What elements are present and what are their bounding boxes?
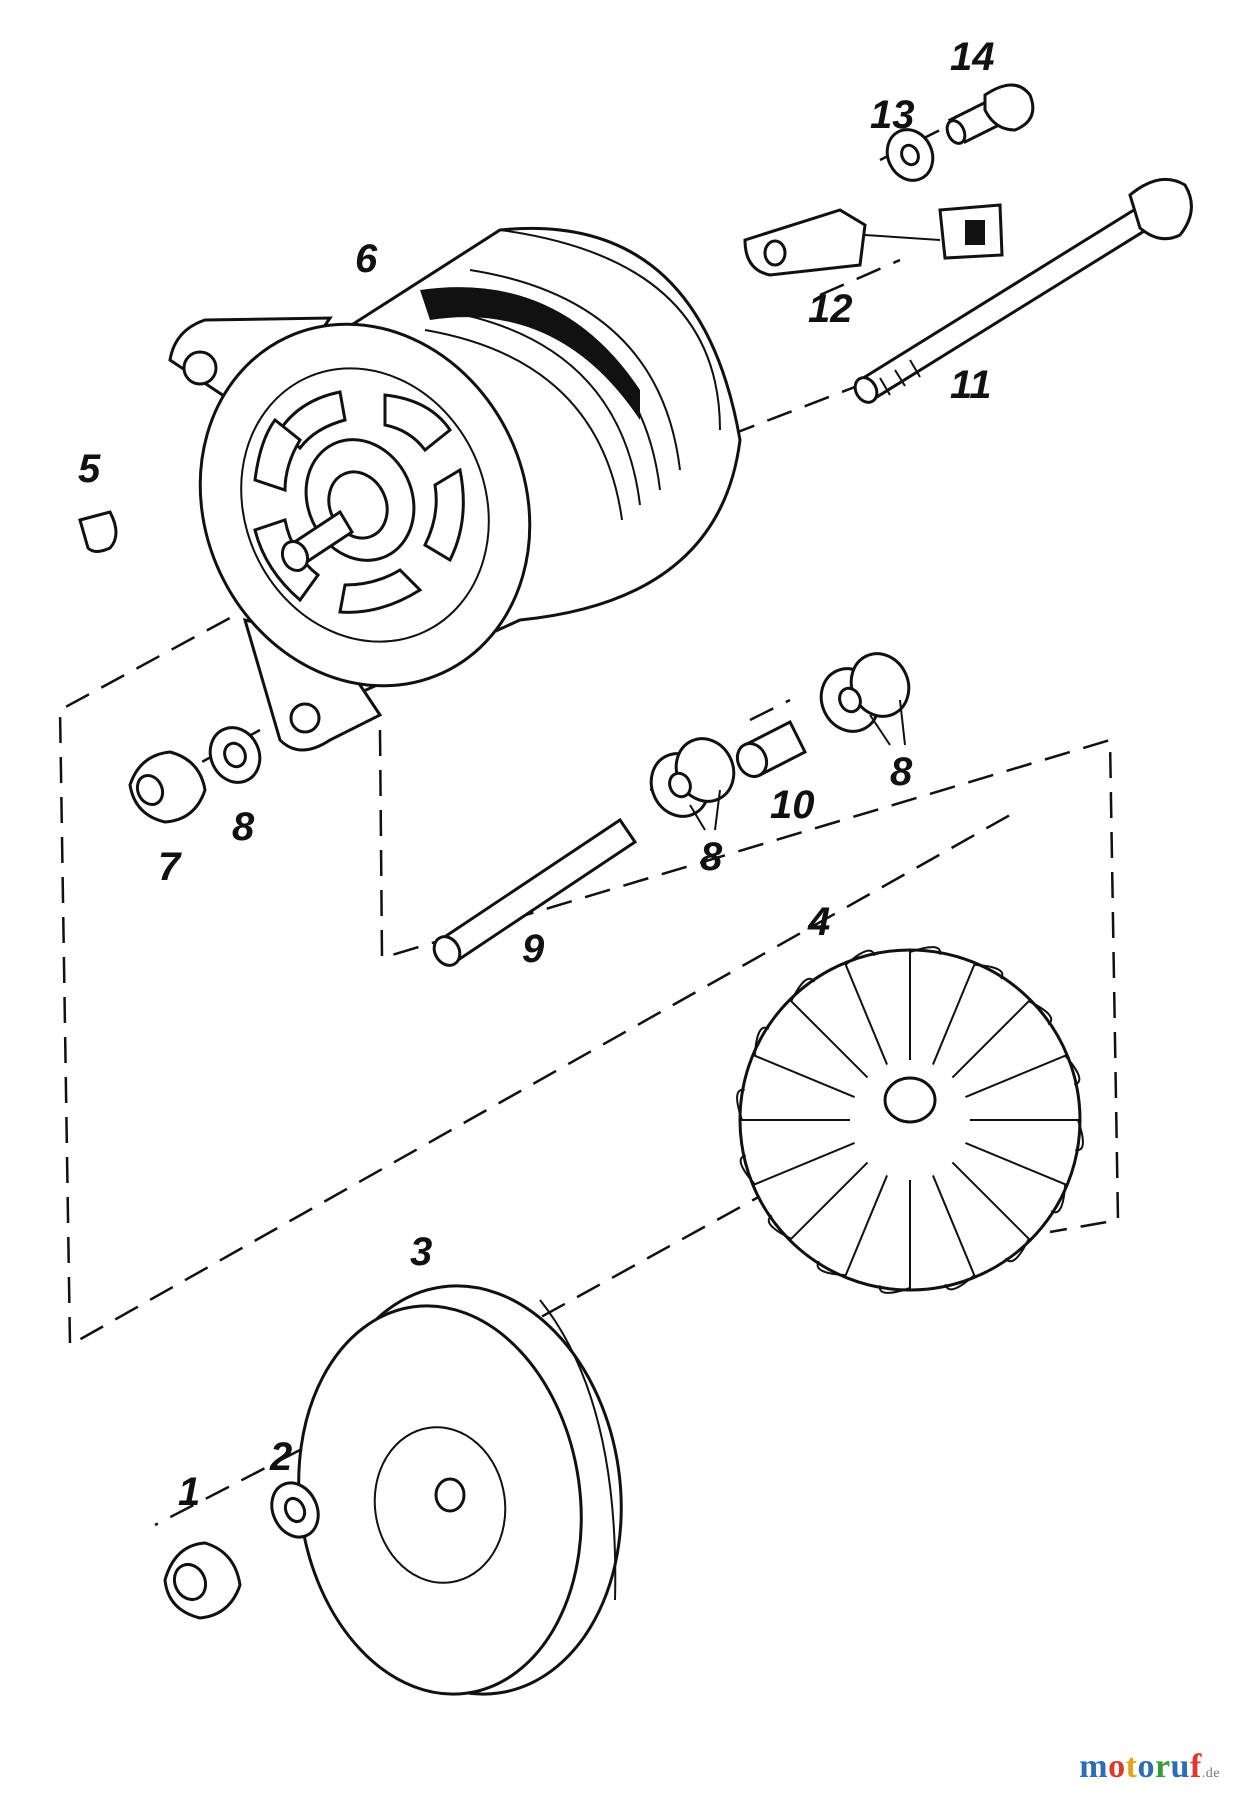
washer-part-bottom (270, 1481, 320, 1539)
fan-blade (965, 1142, 1067, 1214)
fan-wheel-part (736, 946, 1084, 1294)
pointer-lines (689, 699, 906, 831)
rubber-bush-right (819, 652, 911, 733)
fan-blade (965, 1054, 1081, 1098)
fan-blade (878, 1180, 911, 1294)
watermark-letter: u (1170, 1748, 1190, 1785)
fan-blade (767, 1161, 869, 1241)
label-part-6: 6 (355, 237, 378, 281)
watermark-brand: motoruf (1079, 1748, 1202, 1785)
label-part-9: 9 (522, 927, 545, 971)
fan-blade (932, 963, 1004, 1065)
watermark-logo: motoruf.de (1079, 1748, 1220, 1786)
screw-part (945, 83, 1035, 145)
watermark-letter: m (1079, 1748, 1109, 1785)
pulley-part (297, 1284, 623, 1696)
nut-part-bottom (163, 1541, 242, 1620)
sleeve-part (432, 817, 638, 967)
label-part-4: 4 (807, 900, 830, 944)
fan-blade (932, 1175, 976, 1291)
label-part-14: 14 (950, 35, 995, 79)
rubber-bush-middle (649, 737, 736, 818)
lock-washer-part (885, 128, 935, 182)
cable-lug-part (743, 203, 1004, 277)
washer-part-left (208, 726, 262, 784)
fan-blade (739, 1142, 855, 1186)
fan-blade (970, 1119, 1084, 1152)
fan-blade (789, 977, 869, 1079)
fan-blade (951, 999, 1053, 1079)
watermark-letter: t (1125, 1748, 1138, 1785)
watermark-letter: r (1154, 1748, 1171, 1785)
spacer-part (735, 719, 808, 779)
fan-blade (909, 946, 942, 1060)
through-bolt-part (853, 177, 1193, 404)
watermark-letter: o (1108, 1748, 1126, 1785)
generator-housing (168, 227, 742, 752)
fan-blade (753, 1026, 855, 1098)
nut-part-left (128, 750, 207, 824)
label-part-7: 7 (158, 845, 182, 889)
label-part-13: 13 (870, 93, 915, 137)
label-part-10: 10 (770, 783, 815, 827)
label-part-12: 12 (808, 287, 853, 331)
fan-blade (816, 1175, 888, 1277)
fan-blade (844, 949, 888, 1065)
label-part-5: 5 (78, 447, 101, 491)
label-part-8-left: 8 (232, 805, 255, 849)
label-part-8-middle: 8 (700, 835, 723, 879)
watermark-letter: f (1189, 1748, 1202, 1785)
watermark-letter: o (1137, 1748, 1155, 1785)
watermark-suffix: .de (1201, 1766, 1220, 1781)
label-part-11: 11 (950, 363, 992, 407)
label-part-2: 2 (269, 1435, 292, 1479)
fan-blade (736, 1088, 850, 1121)
key-part (78, 510, 118, 553)
fan-blade (951, 1161, 1031, 1263)
label-part-1: 1 (178, 1470, 200, 1514)
label-part-3: 3 (410, 1230, 432, 1274)
label-part-8-right: 8 (890, 750, 913, 794)
